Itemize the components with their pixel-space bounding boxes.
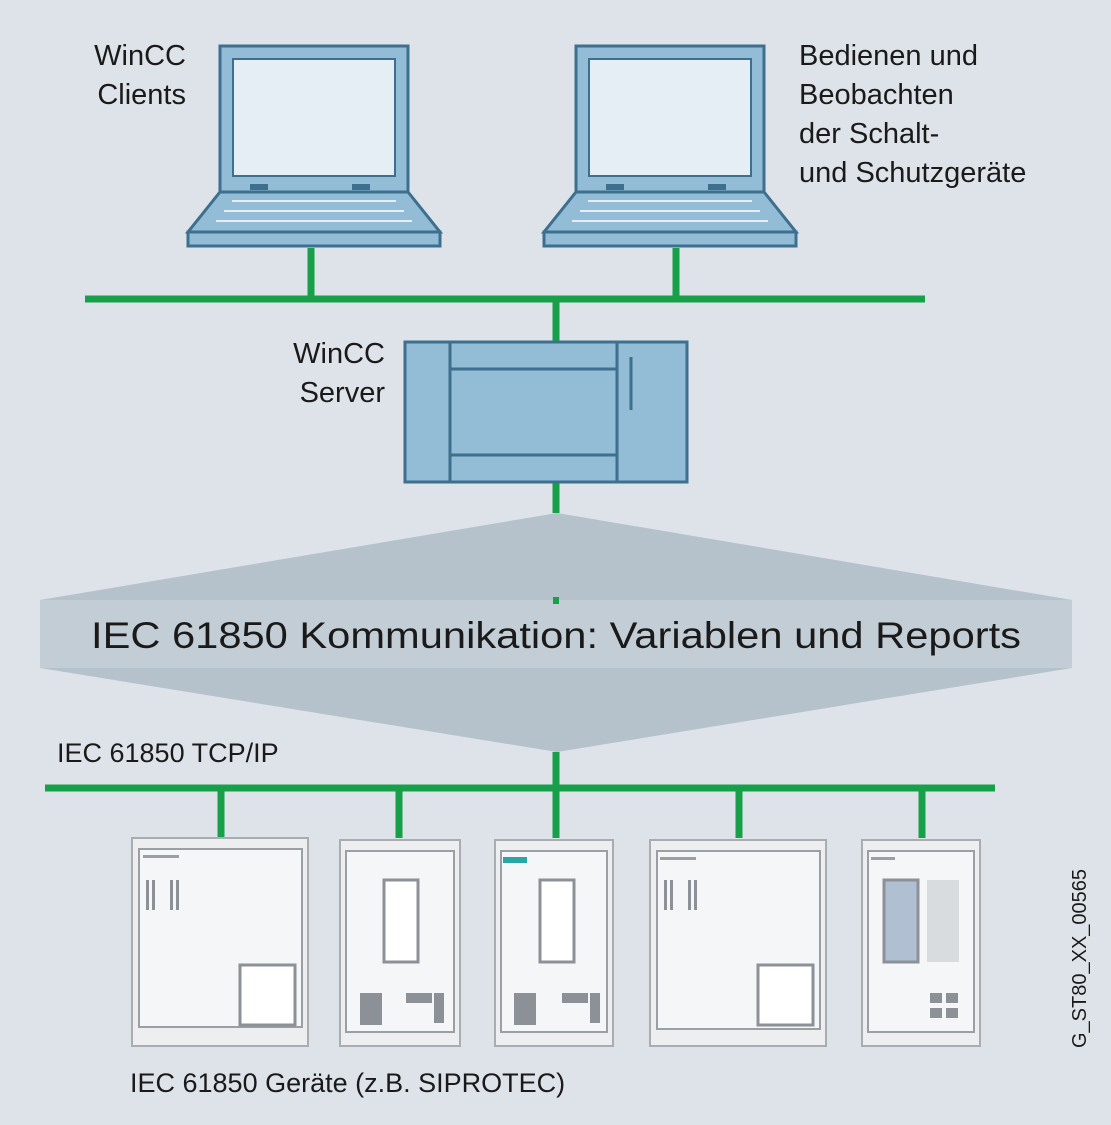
tcpip-label: IEC 61850 TCP/IP: [57, 738, 279, 768]
devices-label: IEC 61850 Geräte (z.B. SIPROTEC): [130, 1068, 565, 1098]
protection-relay-icon: [339, 839, 461, 1047]
banner-title: IEC 61850 Kommunikation: Variablen und R…: [91, 615, 1021, 656]
protection-relay-icon: [649, 839, 827, 1047]
network-lines: [45, 248, 995, 838]
figure-id: G_ST80_XX_00565: [1069, 869, 1091, 1048]
wincc-server-label: Server: [300, 377, 386, 409]
protection-relay-icon: [494, 839, 614, 1047]
operate-observe-label: und Schutzgeräte: [799, 157, 1026, 189]
operate-observe-label: Bedienen und: [799, 40, 978, 72]
operate-observe-label: Beobachten: [799, 79, 954, 111]
wincc-server-label: WinCC: [293, 338, 385, 370]
laptop-icon: [540, 44, 800, 248]
operate-observe-label: der Schalt-: [799, 118, 939, 150]
laptop-icon: [184, 44, 444, 248]
protection-relay-icon: [131, 837, 309, 1047]
wincc-clients-label: Clients: [97, 79, 186, 111]
protection-relay-icon: [861, 839, 981, 1047]
banner-bar: [40, 600, 1072, 668]
server-icon: [403, 340, 689, 484]
wincc-clients-label: WinCC: [94, 40, 186, 72]
funnel-top: [40, 513, 1072, 600]
funnel-bottom: [40, 668, 1072, 752]
